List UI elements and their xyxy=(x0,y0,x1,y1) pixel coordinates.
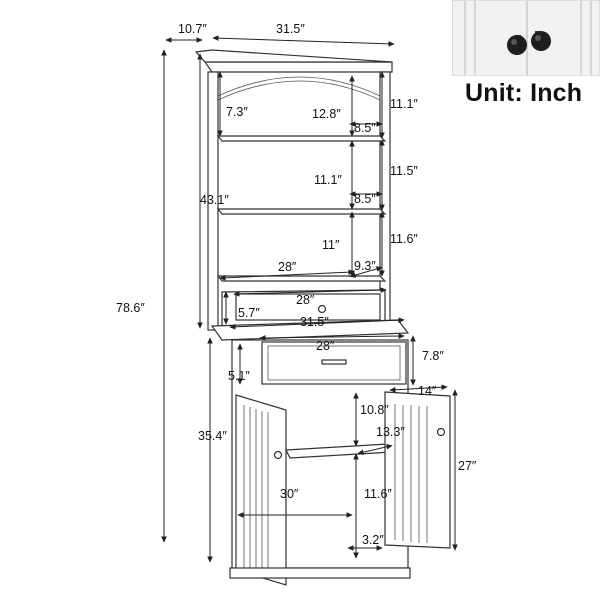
dim-shelf1-depth: 8.5″ xyxy=(354,121,376,135)
dim-drawer-depth: 5.1″ xyxy=(228,369,250,383)
knob-icon xyxy=(317,304,327,314)
dimension-labels: 10.7″ 31.5″ 78.6″ 43.1″ 7.3″ 12.8″ 8.5″ … xyxy=(116,22,477,547)
dim-shelf3-width: 28″ xyxy=(278,260,297,274)
dim-upper-height: 43.1″ xyxy=(200,193,229,207)
door-knob-icon xyxy=(436,427,446,437)
dim-cabinet-depth: 14″ xyxy=(418,384,437,398)
dim-cab-shelf-depth: 13.3″ xyxy=(376,425,405,439)
dim-shelf2-depth: 8.5″ xyxy=(354,192,376,206)
dimension-lines xyxy=(161,35,458,563)
dim-cab-inner-width: 30″ xyxy=(280,487,299,501)
dim-lower-height: 35.4″ xyxy=(198,429,227,443)
dim-cabinet-door-height: 27″ xyxy=(458,459,477,473)
dim-shelf3-side: 11.6″ xyxy=(390,232,418,246)
dim-drawer-height: 7.8″ xyxy=(422,349,444,363)
dim-top-drawer-width: 28″ xyxy=(296,293,315,307)
dim-depth-top: 10.7″ xyxy=(178,22,207,36)
dim-shelf2-side: 11.5″ xyxy=(390,164,418,178)
dim-counter-width: 31.5″ xyxy=(300,315,329,329)
dim-shelf3-depth: 9.3″ xyxy=(354,259,376,273)
unit-label: Unit: Inch xyxy=(465,79,583,107)
dim-top-drawer-height: 5.7″ xyxy=(238,306,260,320)
knob-detail-inset xyxy=(452,0,600,76)
door-knob-icon xyxy=(273,450,283,460)
dim-cab-lower-height: 11.6″ xyxy=(364,487,392,501)
dim-cab-shelf-height: 10.8″ xyxy=(360,403,389,417)
dim-shelf1-clear: 7.3″ xyxy=(226,105,248,119)
dim-shelf1-height: 12.8″ xyxy=(312,107,341,121)
dim-shelf3-height: 11″ xyxy=(322,238,340,252)
drawer-handle-icon xyxy=(321,359,347,365)
dim-foot-height: 3.2″ xyxy=(362,533,384,547)
dim-drawer-width: 28″ xyxy=(316,339,335,353)
dim-total-height: 78.6″ xyxy=(116,301,145,315)
dim-width-top: 31.5″ xyxy=(276,22,305,36)
dim-shelf1-side: 11.1″ xyxy=(390,97,418,111)
knob-detail-icon xyxy=(453,1,599,75)
dim-shelf2-height: 11.1″ xyxy=(314,173,342,187)
